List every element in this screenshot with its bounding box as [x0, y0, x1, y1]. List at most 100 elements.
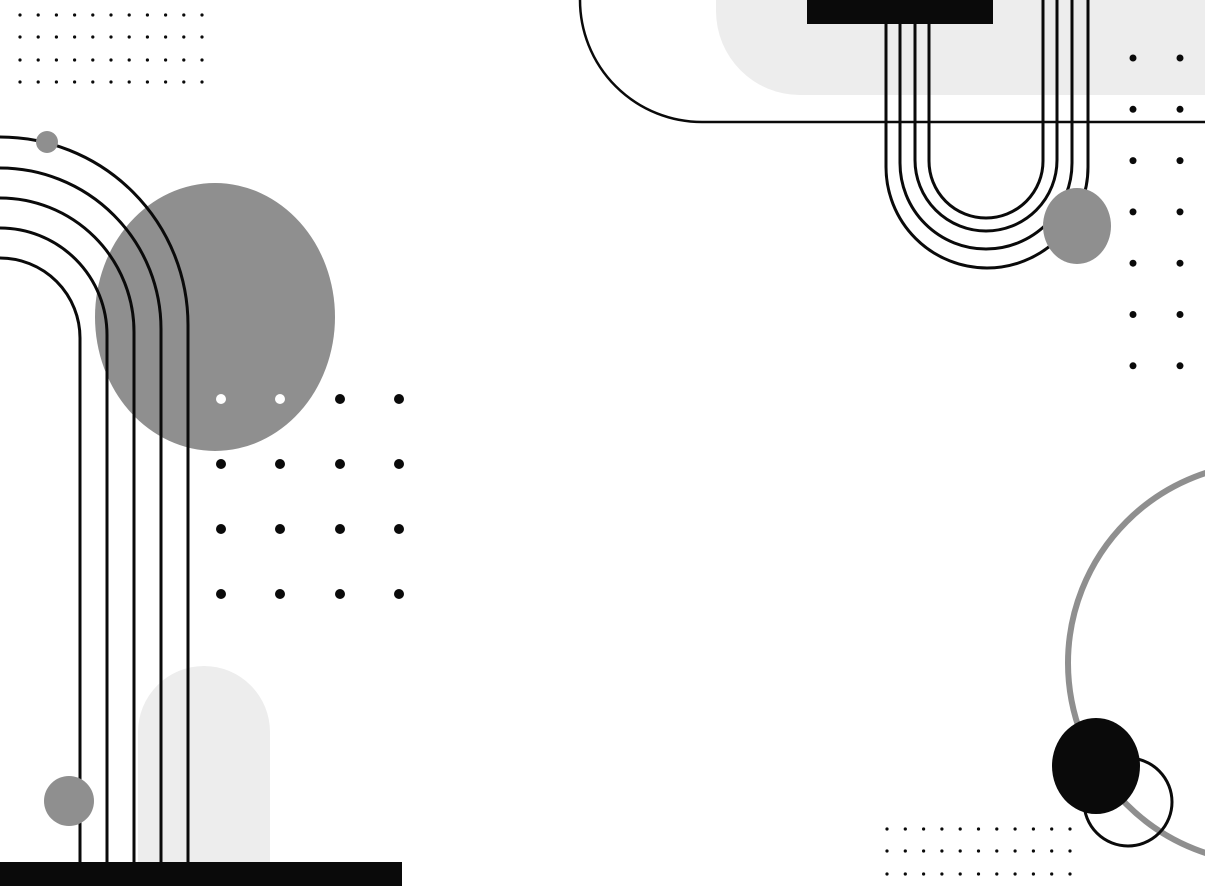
- tiny-dot: [1013, 872, 1017, 876]
- tiny-dot: [940, 827, 944, 831]
- top-black-bar: [807, 0, 993, 24]
- tiny-dot: [200, 80, 204, 84]
- grid-dot: [335, 459, 345, 469]
- column-dot: [1176, 311, 1184, 318]
- tiny-dot: [885, 827, 889, 831]
- tiny-dot: [940, 849, 944, 853]
- tiny-dot: [36, 13, 40, 17]
- arch-4: [0, 226, 109, 864]
- tiny-dot: [1031, 872, 1035, 876]
- tiny-dot: [109, 35, 113, 39]
- grid-dot: [216, 459, 226, 469]
- tiny-dot: [164, 13, 168, 17]
- tiny-dot: [976, 827, 981, 831]
- tiny-dot: [145, 80, 149, 84]
- tiny-dot: [995, 849, 999, 853]
- tiny-dot: [885, 872, 889, 876]
- grid-dot: [216, 589, 226, 599]
- tiny-dot: [18, 13, 22, 17]
- large-gray-ring: [1065, 470, 1205, 856]
- tiny-dot: [54, 80, 59, 84]
- gray-circle-right: [1043, 188, 1111, 264]
- arch-5: [0, 256, 82, 864]
- arch-2: [0, 166, 163, 864]
- grid-dot: [335, 394, 345, 404]
- column-dot: [1176, 362, 1184, 370]
- left-large-dot-grid: [216, 394, 404, 599]
- tiny-dot: [182, 35, 186, 39]
- tiny-dot: [127, 80, 131, 84]
- small-gray-circle-bottom: [44, 776, 94, 826]
- tiny-dot: [145, 35, 149, 39]
- tiny-dot: [1031, 827, 1035, 831]
- tiny-dot: [73, 58, 77, 62]
- column-dot: [1176, 105, 1184, 113]
- tiny-dot: [976, 872, 981, 876]
- tiny-dot: [18, 35, 22, 39]
- right-dot-columns: [1129, 54, 1184, 370]
- tiny-dot: [127, 35, 131, 39]
- grid-dot: [394, 394, 404, 404]
- tiny-dot: [1050, 827, 1054, 831]
- tiny-dot: [885, 849, 889, 853]
- tiny-dot: [1013, 849, 1017, 853]
- light-gray-pillar: [138, 666, 270, 862]
- tiny-dot: [73, 13, 77, 17]
- u-shape-4: [927, 0, 1045, 220]
- tiny-dot: [995, 872, 999, 876]
- tiny-dot: [54, 35, 59, 39]
- tiny-dot: [54, 58, 59, 62]
- tiny-dot: [127, 13, 131, 17]
- tiny-dot: [91, 35, 95, 39]
- arch-3: [0, 196, 136, 864]
- small-gray-circle-top: [36, 131, 58, 153]
- tiny-dot: [73, 35, 77, 39]
- column-dot: [1176, 259, 1184, 267]
- tiny-dot: [922, 849, 926, 853]
- tiny-dot: [922, 872, 926, 876]
- tiny-dot: [18, 80, 22, 84]
- tiny-dot: [36, 35, 40, 39]
- tiny-dot: [36, 80, 40, 84]
- column-dot: [1129, 259, 1137, 267]
- top-left-dot-grid: [18, 13, 204, 84]
- tiny-dot: [958, 872, 962, 876]
- bottom-black-bar: [0, 862, 402, 886]
- tiny-dot: [922, 827, 926, 831]
- grid-dot: [275, 524, 285, 534]
- tiny-dot: [182, 13, 186, 17]
- tiny-dot: [164, 35, 168, 39]
- column-dot: [1129, 311, 1137, 318]
- tiny-dot: [182, 80, 186, 84]
- tiny-dot: [91, 58, 95, 62]
- top-outline-band: [578, 0, 1205, 124]
- grid-dot: [216, 524, 226, 534]
- tiny-dot: [145, 13, 149, 17]
- tiny-dot: [109, 58, 113, 62]
- column-dot: [1176, 208, 1184, 216]
- black-circle: [1052, 718, 1140, 814]
- tiny-dot: [1068, 849, 1072, 853]
- tiny-dot: [91, 13, 95, 17]
- tiny-dot: [164, 58, 168, 62]
- tiny-dot: [200, 58, 204, 62]
- tiny-dot: [903, 827, 907, 831]
- tiny-dot: [109, 13, 113, 17]
- tiny-dot: [18, 58, 22, 62]
- column-dot: [1129, 208, 1137, 216]
- column-dot: [1129, 362, 1137, 370]
- u-shape-3: [913, 0, 1059, 233]
- tiny-dot: [127, 58, 131, 62]
- grid-dot: [335, 524, 345, 534]
- column-dot: [1129, 105, 1137, 113]
- grid-dot: [394, 524, 404, 534]
- column-dot: [1129, 54, 1137, 62]
- column-dot: [1176, 157, 1184, 165]
- tiny-dot: [1068, 872, 1072, 876]
- grid-dot: [275, 459, 285, 469]
- tiny-dot: [940, 872, 944, 876]
- bottom-right-dot-grid: [885, 827, 1072, 876]
- tiny-dot: [164, 80, 168, 84]
- top-u-shapes: [884, 0, 1090, 270]
- tiny-dot: [36, 58, 40, 62]
